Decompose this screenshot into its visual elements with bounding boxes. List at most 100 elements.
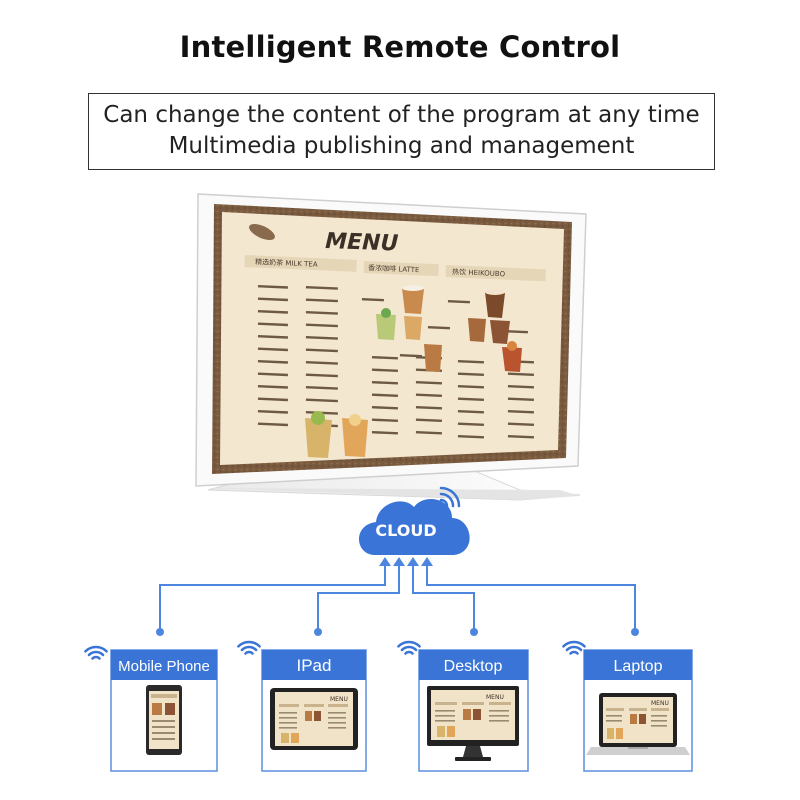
laptop-menu-title: MENU	[651, 700, 669, 707]
menu-price-line	[457, 422, 484, 427]
link-ipad	[317, 562, 400, 632]
menu-price-line	[371, 355, 398, 360]
link-mobile	[159, 562, 386, 632]
description-line-2: Multimedia publishing and management	[168, 133, 635, 159]
device-label-bars	[111, 650, 692, 680]
menu-price-line	[257, 310, 288, 314]
menu-price-line	[371, 393, 398, 398]
wifi-icon-desktop	[397, 640, 421, 655]
drink-cup-7	[424, 344, 442, 372]
link-desktop	[412, 562, 475, 632]
menu-tag-line	[505, 330, 528, 334]
menu-price-line	[457, 360, 484, 364]
desktop-menu-title: MENU	[486, 694, 504, 701]
menu-item-line	[507, 372, 534, 377]
drink-cup-2	[485, 289, 505, 318]
menu-item-line	[305, 385, 338, 390]
menu-price-line	[257, 422, 288, 427]
menu-item-line	[507, 385, 534, 389]
menu-tag-line	[361, 298, 384, 302]
bean-scoop-icon	[249, 223, 275, 241]
menu-price-line	[257, 335, 288, 339]
cloud-shape	[358, 499, 470, 555]
menu-price-line	[371, 368, 398, 373]
menu-item-line	[305, 298, 338, 303]
menu-tag-line	[427, 326, 450, 330]
menu-price-line	[371, 431, 398, 435]
description-box: Can change the content of the program at…	[88, 93, 715, 170]
section-label-2: 香浓咖啡 LATTE	[368, 263, 420, 274]
menu-tag-line	[447, 300, 470, 304]
menu-sections: 精选奶茶 MILK TEA 香浓咖啡 LATTE 热饮 HEIKOUBO	[244, 254, 546, 282]
section-label-1: 精选奶茶 MILK TEA	[255, 257, 318, 269]
phone-device-icon	[146, 685, 182, 755]
menu-price-line	[257, 322, 288, 327]
menu-item-line	[305, 310, 338, 315]
drink-cup-9	[305, 411, 332, 458]
menu-item-line	[415, 418, 442, 423]
wifi-icon-ipad	[237, 640, 261, 655]
section-label-3: 热饮 HEIKOUBO	[452, 267, 506, 278]
tablet-device-icon: MENU	[270, 688, 358, 750]
drink-cup-8	[502, 341, 522, 372]
menu-item-line	[415, 381, 442, 385]
device-label-laptop: Laptop	[614, 658, 663, 675]
cloud-node: CLOUD	[358, 486, 470, 555]
menu-price-line	[257, 347, 288, 352]
menu-price-line	[257, 385, 288, 389]
connection-dots	[156, 628, 639, 636]
cloud-wifi-icon	[439, 486, 461, 508]
tablet-menu-title: MENU	[330, 696, 348, 703]
menu-item-line	[305, 348, 338, 353]
description-line-1: Can change the content of the program at…	[103, 102, 700, 128]
device-label-ipad: IPad	[297, 656, 332, 675]
menu-price-line	[371, 406, 398, 410]
menu-item-line	[507, 397, 534, 402]
drink-cup-5	[468, 318, 486, 342]
menu-item-line	[415, 431, 442, 435]
menu-item-line	[507, 410, 534, 414]
device-label-mobile: Mobile Phone	[118, 658, 210, 675]
menu-item-line	[415, 393, 442, 398]
menu-price-line	[257, 297, 288, 302]
drink-cup-4	[404, 316, 422, 340]
menu-item-line	[507, 422, 534, 427]
main-display: MENU 精选奶茶 MILK TEA 香浓咖啡 LATTE 热饮 HEIKOUB…	[195, 193, 587, 501]
upload-arrow-icons	[379, 557, 433, 566]
page-title: Intelligent Remote Control	[179, 30, 621, 64]
menu-price-line	[457, 385, 484, 389]
menu-item-line	[305, 335, 338, 340]
menu-price-line	[457, 410, 484, 414]
menu-price-line	[257, 360, 288, 364]
wifi-icon-laptop	[562, 640, 586, 655]
drink-cup-10	[342, 414, 368, 457]
menu-price-line	[257, 397, 288, 402]
drink-cup-6	[490, 320, 510, 344]
menu-price-line	[371, 418, 398, 423]
drink-cup-1	[402, 285, 424, 314]
menu-item-line	[507, 435, 534, 439]
menu-item-line	[415, 406, 442, 410]
menu-price-line	[371, 381, 398, 385]
menu-title: MENU	[325, 229, 399, 257]
menu-price-line	[257, 285, 288, 289]
device-label-desktop: Desktop	[444, 658, 503, 675]
connection-lines	[159, 562, 636, 632]
menu-price-line	[457, 372, 484, 377]
wifi-icon-mobile	[84, 645, 108, 660]
drink-illustrations	[305, 285, 522, 458]
link-laptop	[426, 562, 636, 632]
laptop-device-icon: MENU	[586, 693, 690, 755]
menu-price-line	[257, 372, 288, 377]
menu-tag-line	[399, 354, 422, 358]
cloud-label: CLOUD	[375, 521, 436, 540]
stand-base	[205, 488, 580, 500]
desktop-device-icon: MENU	[427, 686, 519, 761]
menu-price-line	[457, 435, 484, 439]
menu-price-line	[257, 410, 288, 414]
menu-price-line	[457, 397, 484, 402]
menu-item-line	[305, 373, 338, 378]
menu-item-line	[305, 360, 338, 365]
menu-item-line	[305, 323, 338, 328]
